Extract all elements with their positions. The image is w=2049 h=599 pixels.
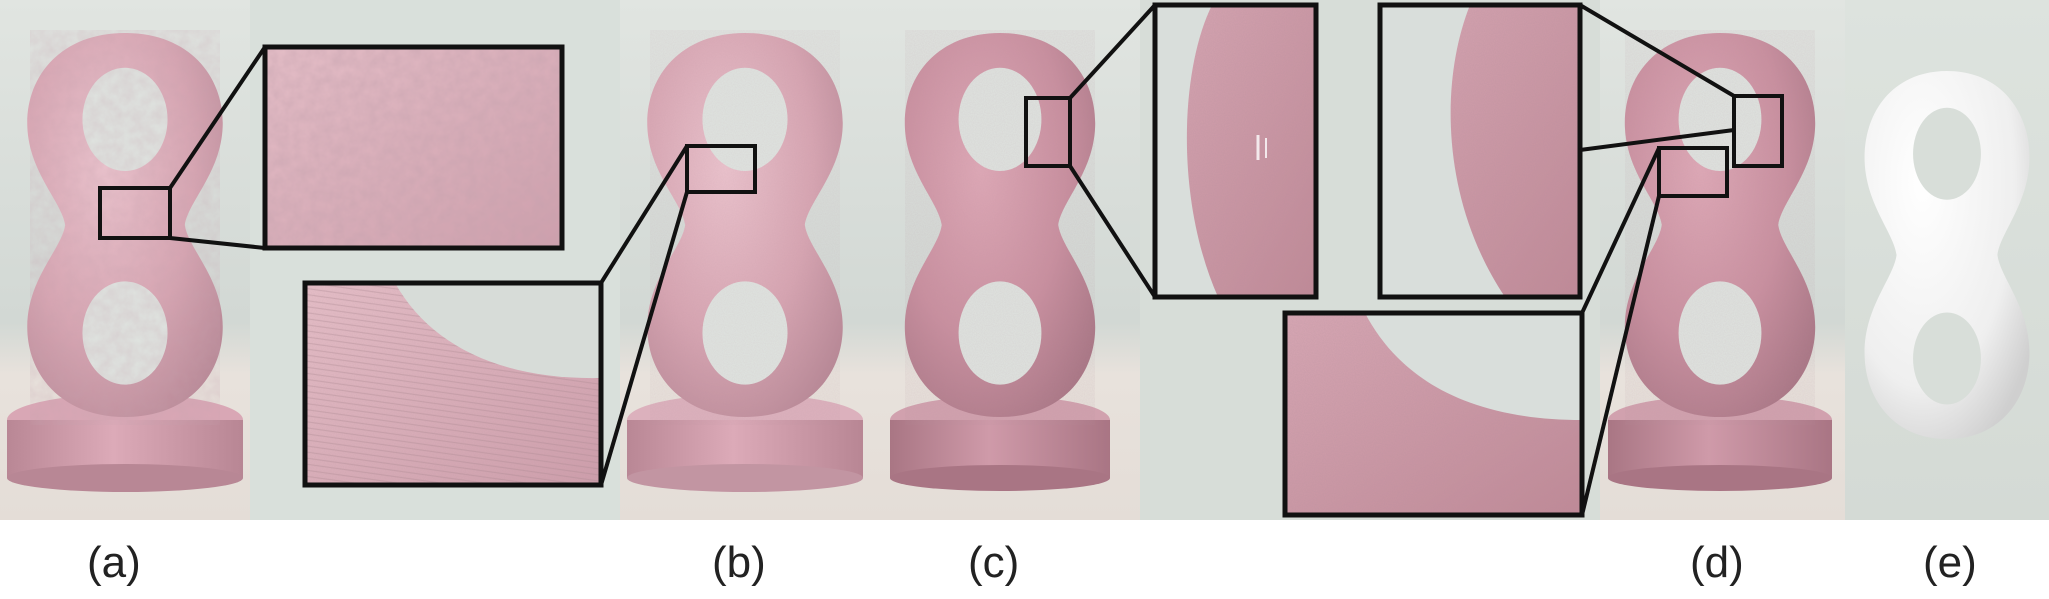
object-d <box>1608 30 1832 491</box>
caption-d: (d) <box>1690 538 1744 587</box>
zoom-inset-b <box>302 280 604 488</box>
object-a <box>7 30 243 492</box>
object-b <box>627 30 863 492</box>
crop-box-a <box>98 186 172 240</box>
caption-a: (a) <box>87 538 141 587</box>
zoom-inset-c <box>1152 2 1319 300</box>
crop-box-d-lower <box>1657 146 1729 198</box>
caption-e: (e) <box>1923 538 1977 587</box>
crop-box-b <box>685 144 757 194</box>
zoom-inset-d-lower <box>1282 310 1585 518</box>
zoom-inset-d-upper <box>1377 2 1583 300</box>
caption-b: (b) <box>712 538 766 587</box>
caption-c: (c) <box>968 538 1020 587</box>
object-c <box>890 30 1110 491</box>
crop-box-c <box>1024 96 1072 168</box>
connector-lines <box>168 3 1736 516</box>
zoom-inset-a <box>262 44 565 251</box>
render-e <box>1864 71 2030 439</box>
